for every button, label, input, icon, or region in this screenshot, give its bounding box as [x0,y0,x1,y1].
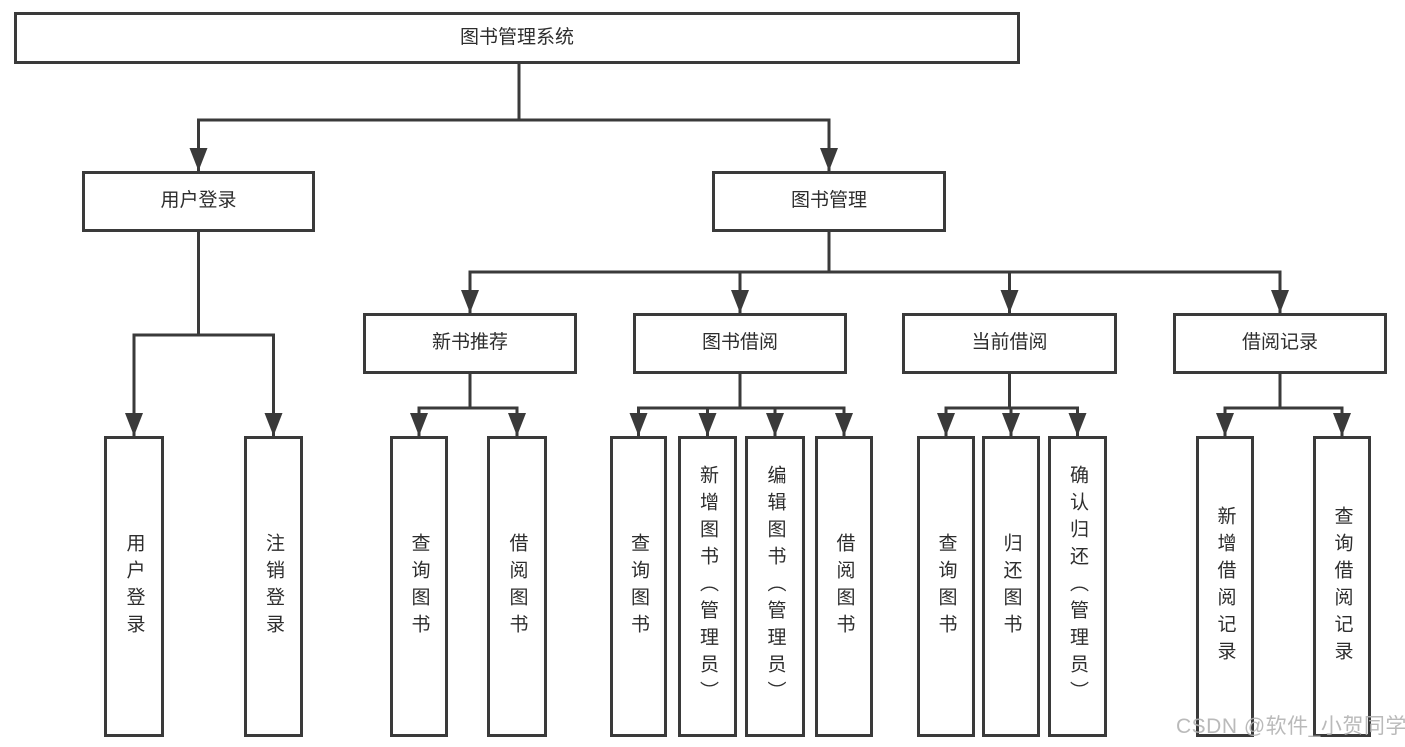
leaf-edit-books-admin-label: 编辑图书（管理员） [764,465,786,708]
node-book-borrow-label: 图书借阅 [701,332,778,354]
leaf-user-login-label: 用户登录 [123,532,145,641]
leaf-return-books: 归还图书 [982,436,1040,737]
node-root-label: 图书管理系统 [459,26,574,48]
leaf-add-books-admin: 新增图书（管理员） [678,436,737,737]
leaf-query-books-borrow: 查询图书 [610,436,667,737]
leaf-query-books-recommend: 查询图书 [390,436,448,737]
leaf-query-books-borrow-label: 查询图书 [628,532,649,641]
leaf-add-borrow-record: 新增借阅记录 [1196,436,1254,737]
node-user-login-label: 用户登录 [160,190,237,212]
node-new-book-recommend: 新书推荐 [363,313,577,374]
leaf-query-books-current: 查询图书 [917,436,975,737]
leaf-return-books-label: 归还图书 [1000,532,1022,641]
leaf-borrow-books: 借阅图书 [815,436,873,737]
leaf-logout: 注销登录 [244,436,303,737]
node-user-login: 用户登录 [82,171,315,232]
node-current-borrow-label: 当前借阅 [971,332,1048,354]
node-new-book-recommend-label: 新书推荐 [431,332,508,354]
leaf-add-borrow-record-label: 新增借阅记录 [1214,505,1236,668]
leaf-borrow-books-label: 借阅图书 [833,532,855,641]
leaf-query-books-recommend-label: 查询图书 [408,532,430,641]
leaf-user-login: 用户登录 [104,436,164,737]
node-book-management: 图书管理 [712,171,946,232]
node-book-borrow: 图书借阅 [633,313,847,374]
watermark: CSDN @软件_小贺同学 [1176,715,1405,738]
node-borrow-records: 借阅记录 [1173,313,1387,374]
leaf-borrow-books-recommend: 借阅图书 [487,436,547,737]
node-root: 图书管理系统 [14,12,1020,64]
leaf-query-borrow-record-label: 查询借阅记录 [1331,505,1353,668]
leaf-edit-books-admin: 编辑图书（管理员） [745,436,805,737]
leaf-add-books-admin-label: 新增图书（管理员） [697,465,718,708]
node-borrow-records-label: 借阅记录 [1241,332,1318,354]
leaf-query-books-current-label: 查询图书 [935,532,957,641]
leaf-query-borrow-record: 查询借阅记录 [1313,436,1371,737]
leaf-borrow-books-recommend-label: 借阅图书 [506,532,528,641]
node-book-management-label: 图书管理 [790,190,867,212]
leaf-confirm-return-admin-label: 确认归还（管理员） [1067,465,1088,708]
leaf-logout-label: 注销登录 [263,532,284,641]
leaf-confirm-return-admin: 确认归还（管理员） [1048,436,1107,737]
node-current-borrow: 当前借阅 [902,313,1117,374]
